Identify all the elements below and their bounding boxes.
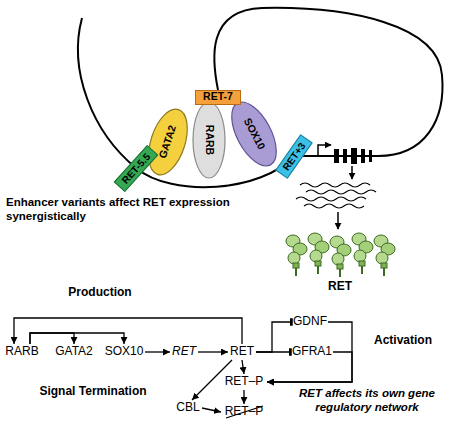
gene-node: SOX10 bbox=[103, 344, 145, 360]
translation-arrow bbox=[337, 212, 339, 229]
node-text: RET bbox=[172, 345, 196, 358]
arrow-connector bbox=[242, 360, 244, 374]
promoter-arrow bbox=[318, 145, 331, 156]
exon bbox=[351, 148, 357, 164]
section-label: Signal Termination bbox=[28, 384, 158, 398]
chromatin-segment bbox=[78, 18, 136, 168]
summary-note: Enhancer variants affect RET expression … bbox=[6, 196, 256, 224]
section-label: Activation bbox=[366, 333, 440, 347]
arrow-connector bbox=[145, 351, 170, 352]
exon bbox=[361, 149, 365, 163]
arrow-connector bbox=[30, 333, 124, 344]
phospho-node: RET–P bbox=[221, 374, 267, 390]
exons bbox=[334, 148, 372, 164]
gene-node: RET bbox=[170, 344, 198, 360]
node-text: RET–P bbox=[225, 405, 264, 418]
enhancer-box: RET+3 bbox=[275, 134, 313, 179]
arrow-connector bbox=[267, 322, 352, 382]
ligand-node: GDNF bbox=[292, 314, 328, 330]
ret-receptor bbox=[330, 236, 351, 277]
node-text: GDNF bbox=[293, 315, 327, 328]
mrna-wave bbox=[304, 204, 364, 208]
oval-fill bbox=[193, 102, 225, 178]
arrow-connector bbox=[192, 360, 232, 400]
node-text: RARB bbox=[203, 125, 215, 155]
tf-oval: SOX10 bbox=[221, 94, 287, 174]
connectors bbox=[14, 318, 352, 412]
arrow-connector bbox=[14, 318, 242, 344]
node-text: RET–P bbox=[225, 375, 264, 388]
gene-node: RARB bbox=[4, 344, 40, 360]
oval-fill bbox=[223, 95, 286, 173]
protein-node: CBL bbox=[174, 400, 202, 416]
node-text: GFRA1 bbox=[292, 345, 332, 358]
exon bbox=[334, 149, 339, 163]
arrow-connector bbox=[202, 408, 221, 412]
tf-oval: GATA2 bbox=[140, 103, 196, 181]
network-note: RET affects its own gene regulatory netw… bbox=[286, 387, 448, 415]
mrna-wave bbox=[306, 190, 376, 194]
mrna-wave bbox=[300, 183, 370, 187]
arrow-connector bbox=[198, 351, 228, 352]
gene-node: GATA2 bbox=[53, 344, 95, 360]
arrow-connector bbox=[243, 390, 244, 404]
chromatin-segment bbox=[214, 8, 442, 156]
ret-receptor bbox=[352, 233, 373, 274]
protein-label: RET bbox=[320, 279, 360, 293]
node-text: RET-5.5 bbox=[120, 151, 153, 186]
arrow-connector bbox=[267, 352, 352, 382]
inhibition-connector bbox=[256, 351, 291, 352]
node-text: GATA2 bbox=[55, 345, 93, 358]
tf-oval: RARB bbox=[192, 101, 226, 179]
section-label: Production bbox=[60, 285, 140, 299]
inhibition-connector bbox=[256, 322, 292, 352]
transcripts bbox=[296, 183, 376, 208]
node-text: RET bbox=[230, 345, 254, 358]
exon bbox=[343, 149, 347, 163]
transcription-arrow bbox=[351, 166, 353, 179]
coreceptor-node: GFRA1 bbox=[291, 344, 333, 360]
ret-receptors bbox=[286, 233, 395, 277]
node-text: CBL bbox=[176, 401, 199, 414]
protein-node: RET bbox=[228, 344, 256, 360]
ret-receptor bbox=[374, 235, 395, 276]
mrna-wave bbox=[296, 197, 366, 201]
node-text: RARB bbox=[5, 345, 38, 358]
arrow-connector bbox=[30, 333, 74, 344]
node-text: RET+3 bbox=[280, 140, 307, 172]
enhancer-box: RET-7 bbox=[195, 90, 241, 105]
ret-receptor bbox=[308, 233, 329, 274]
degraded-node: RET–P bbox=[221, 404, 267, 420]
node-text: RET-7 bbox=[203, 91, 233, 103]
exon bbox=[369, 150, 372, 162]
oval-fill bbox=[141, 104, 194, 179]
node-text: SOX10 bbox=[105, 345, 144, 358]
ret-receptor bbox=[286, 235, 307, 276]
